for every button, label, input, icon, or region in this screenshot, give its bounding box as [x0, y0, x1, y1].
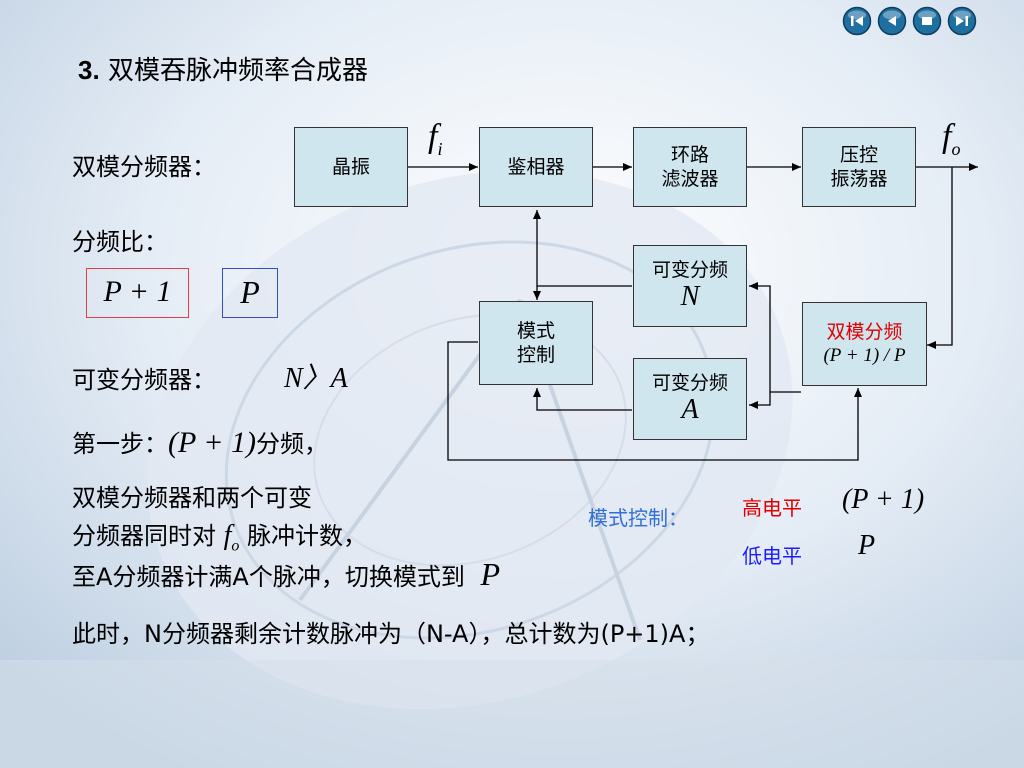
- line-a: 双模分频器和两个可变: [72, 484, 312, 512]
- mode-control-block: 模式 控制: [479, 301, 593, 385]
- fi-f: f: [428, 118, 438, 155]
- loop-filter-label-1: 环路: [670, 144, 709, 166]
- heading-number: 3.: [78, 55, 100, 85]
- prev-icon[interactable]: [877, 6, 907, 36]
- step1-expr: (P + 1): [168, 426, 257, 459]
- line-b-fo: fo: [223, 520, 240, 555]
- crystal-label: 晶振: [331, 156, 370, 178]
- fo-label: fo: [942, 118, 960, 160]
- mode-control-label-2: 控制: [516, 344, 555, 366]
- mode-legend-label: 模式控制：: [588, 506, 688, 530]
- fi-sub: i: [437, 138, 443, 159]
- mode-high-label: 高电平: [742, 496, 802, 520]
- line-b-text2: 脉冲计数，: [247, 522, 368, 550]
- line-b: 分频器同时对 fo 脉冲计数，: [72, 516, 367, 556]
- ratio-p-text: P: [240, 274, 260, 310]
- fi-label: fi: [428, 118, 442, 160]
- mode-control-label-1: 模式: [516, 320, 555, 342]
- slide-heading: 3. 双模吞脉冲频率合成器: [78, 50, 368, 87]
- loop-filter-label-2: 滤波器: [661, 168, 719, 190]
- step1-line: 第一步：(P + 1)分频，: [72, 424, 328, 460]
- wire-dual-a: [749, 392, 771, 409]
- vco-label-1: 压控: [839, 144, 878, 166]
- loop-filter-block: 环路 滤波器: [633, 127, 747, 207]
- condition-n-gt-a: N〉A: [284, 363, 348, 394]
- line-c: 至A分频器计满A个脉冲，切换模式到 P: [72, 556, 500, 593]
- phase-detector-label: 鉴相器: [507, 156, 565, 178]
- step1-prefix: 第一步：: [72, 430, 168, 458]
- var-n-symbol: N: [680, 281, 700, 312]
- dual-modulus-ratio: (P + 1) / P: [823, 345, 906, 366]
- ratio-p1-box: P + 1: [86, 268, 189, 318]
- dual-modulus-label: 双模分频: [826, 321, 903, 343]
- wire-vco-dual: [927, 167, 953, 349]
- line-c-text: 至A分频器计满A个脉冲，切换模式到: [72, 563, 465, 591]
- var-divider-a-block: 可变分频 A: [633, 358, 747, 440]
- mode-low-expr: P: [858, 530, 876, 561]
- wire-a-mode: [533, 388, 632, 411]
- mode-high-expr: (P + 1): [842, 484, 925, 515]
- heading-text: 双模吞脉冲频率合成器: [107, 56, 368, 86]
- wire-n-pd: [533, 210, 632, 287]
- crystal-block: 晶振: [294, 127, 408, 207]
- var-n-label: 可变分频: [651, 259, 728, 281]
- vco-label-2: 振荡器: [830, 168, 888, 190]
- fo-sub: o: [951, 138, 961, 159]
- fo-f: f: [942, 118, 952, 155]
- line-b-f: f: [223, 520, 232, 551]
- line-c-p: P: [480, 556, 501, 592]
- step1-suffix: 分频，: [256, 430, 329, 458]
- var-a-label: 可变分频: [651, 372, 728, 394]
- wire-dual-n: [749, 282, 771, 392]
- line-b-text1: 分频器同时对: [72, 522, 216, 550]
- line-d: 此时，N分频器剩余计数脉冲为（N-A），总计数为(P+1)A；: [72, 620, 710, 648]
- mode-low-label: 低电平: [742, 544, 802, 568]
- label-ratio: 分频比：: [72, 228, 168, 256]
- vco-block: 压控 振荡器: [802, 127, 916, 207]
- label-dual-divider: 双模分频器：: [72, 153, 216, 181]
- label-var-divider: 可变分频器：: [72, 366, 216, 394]
- dual-modulus-block: 双模分频 (P + 1) / P: [802, 302, 927, 386]
- first-icon[interactable]: [842, 6, 872, 36]
- var-a-symbol: A: [681, 394, 699, 425]
- ratio-p-box: P: [222, 268, 278, 318]
- next-icon[interactable]: [912, 6, 942, 36]
- phase-detector-block: 鉴相器: [479, 127, 593, 207]
- wire-mode-dual: [447, 341, 862, 461]
- ratio-p1-text: P + 1: [103, 275, 172, 308]
- last-icon[interactable]: [947, 6, 977, 36]
- line-b-sub: o: [231, 537, 240, 555]
- var-divider-n-block: 可变分频 N: [633, 245, 747, 327]
